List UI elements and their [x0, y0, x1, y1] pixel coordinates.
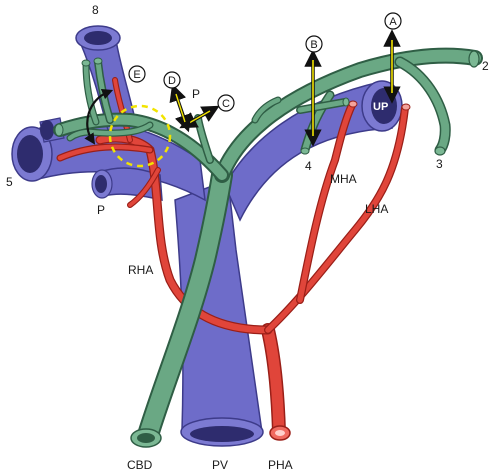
marker-d: D	[163, 71, 181, 89]
label-segment-8: 8	[92, 3, 99, 17]
label-segment-3: 3	[436, 157, 443, 171]
bile-ducts	[53, 47, 483, 448]
svg-text:E: E	[133, 69, 140, 81]
label-p-top: P	[192, 87, 200, 101]
measurement-arrows	[84, 29, 401, 147]
label-cbd: CBD	[127, 458, 153, 472]
svg-text:B: B	[310, 39, 317, 51]
marker-circles: A B C D E	[128, 12, 402, 112]
arrow-e	[84, 88, 114, 145]
marker-a: A	[384, 12, 402, 30]
marker-e: E	[128, 65, 146, 83]
labels: 8 2 3 4 5 P P MHA LHA RHA CBD PV PHA	[6, 3, 489, 472]
confluence-dashed-circle	[108, 104, 172, 168]
label-segment-4: 4	[305, 159, 312, 173]
svg-text:C: C	[222, 98, 230, 110]
marker-c: C	[217, 94, 235, 112]
label-mha: MHA	[330, 172, 357, 186]
label-segment-2: 2	[482, 59, 489, 73]
arrow-d	[169, 83, 192, 133]
label-lha: LHA	[365, 202, 388, 216]
marker-b: B	[305, 35, 323, 53]
label-p-left: P	[97, 203, 105, 217]
svg-text:A: A	[389, 16, 397, 28]
svg-text:D: D	[168, 75, 176, 87]
label-up: UP	[373, 101, 388, 113]
label-pv: PV	[212, 458, 228, 472]
label-rha: RHA	[128, 263, 153, 277]
label-pha: PHA	[268, 458, 293, 472]
hepatic-arteries	[56, 77, 411, 441]
label-segment-5: 5	[6, 175, 13, 189]
